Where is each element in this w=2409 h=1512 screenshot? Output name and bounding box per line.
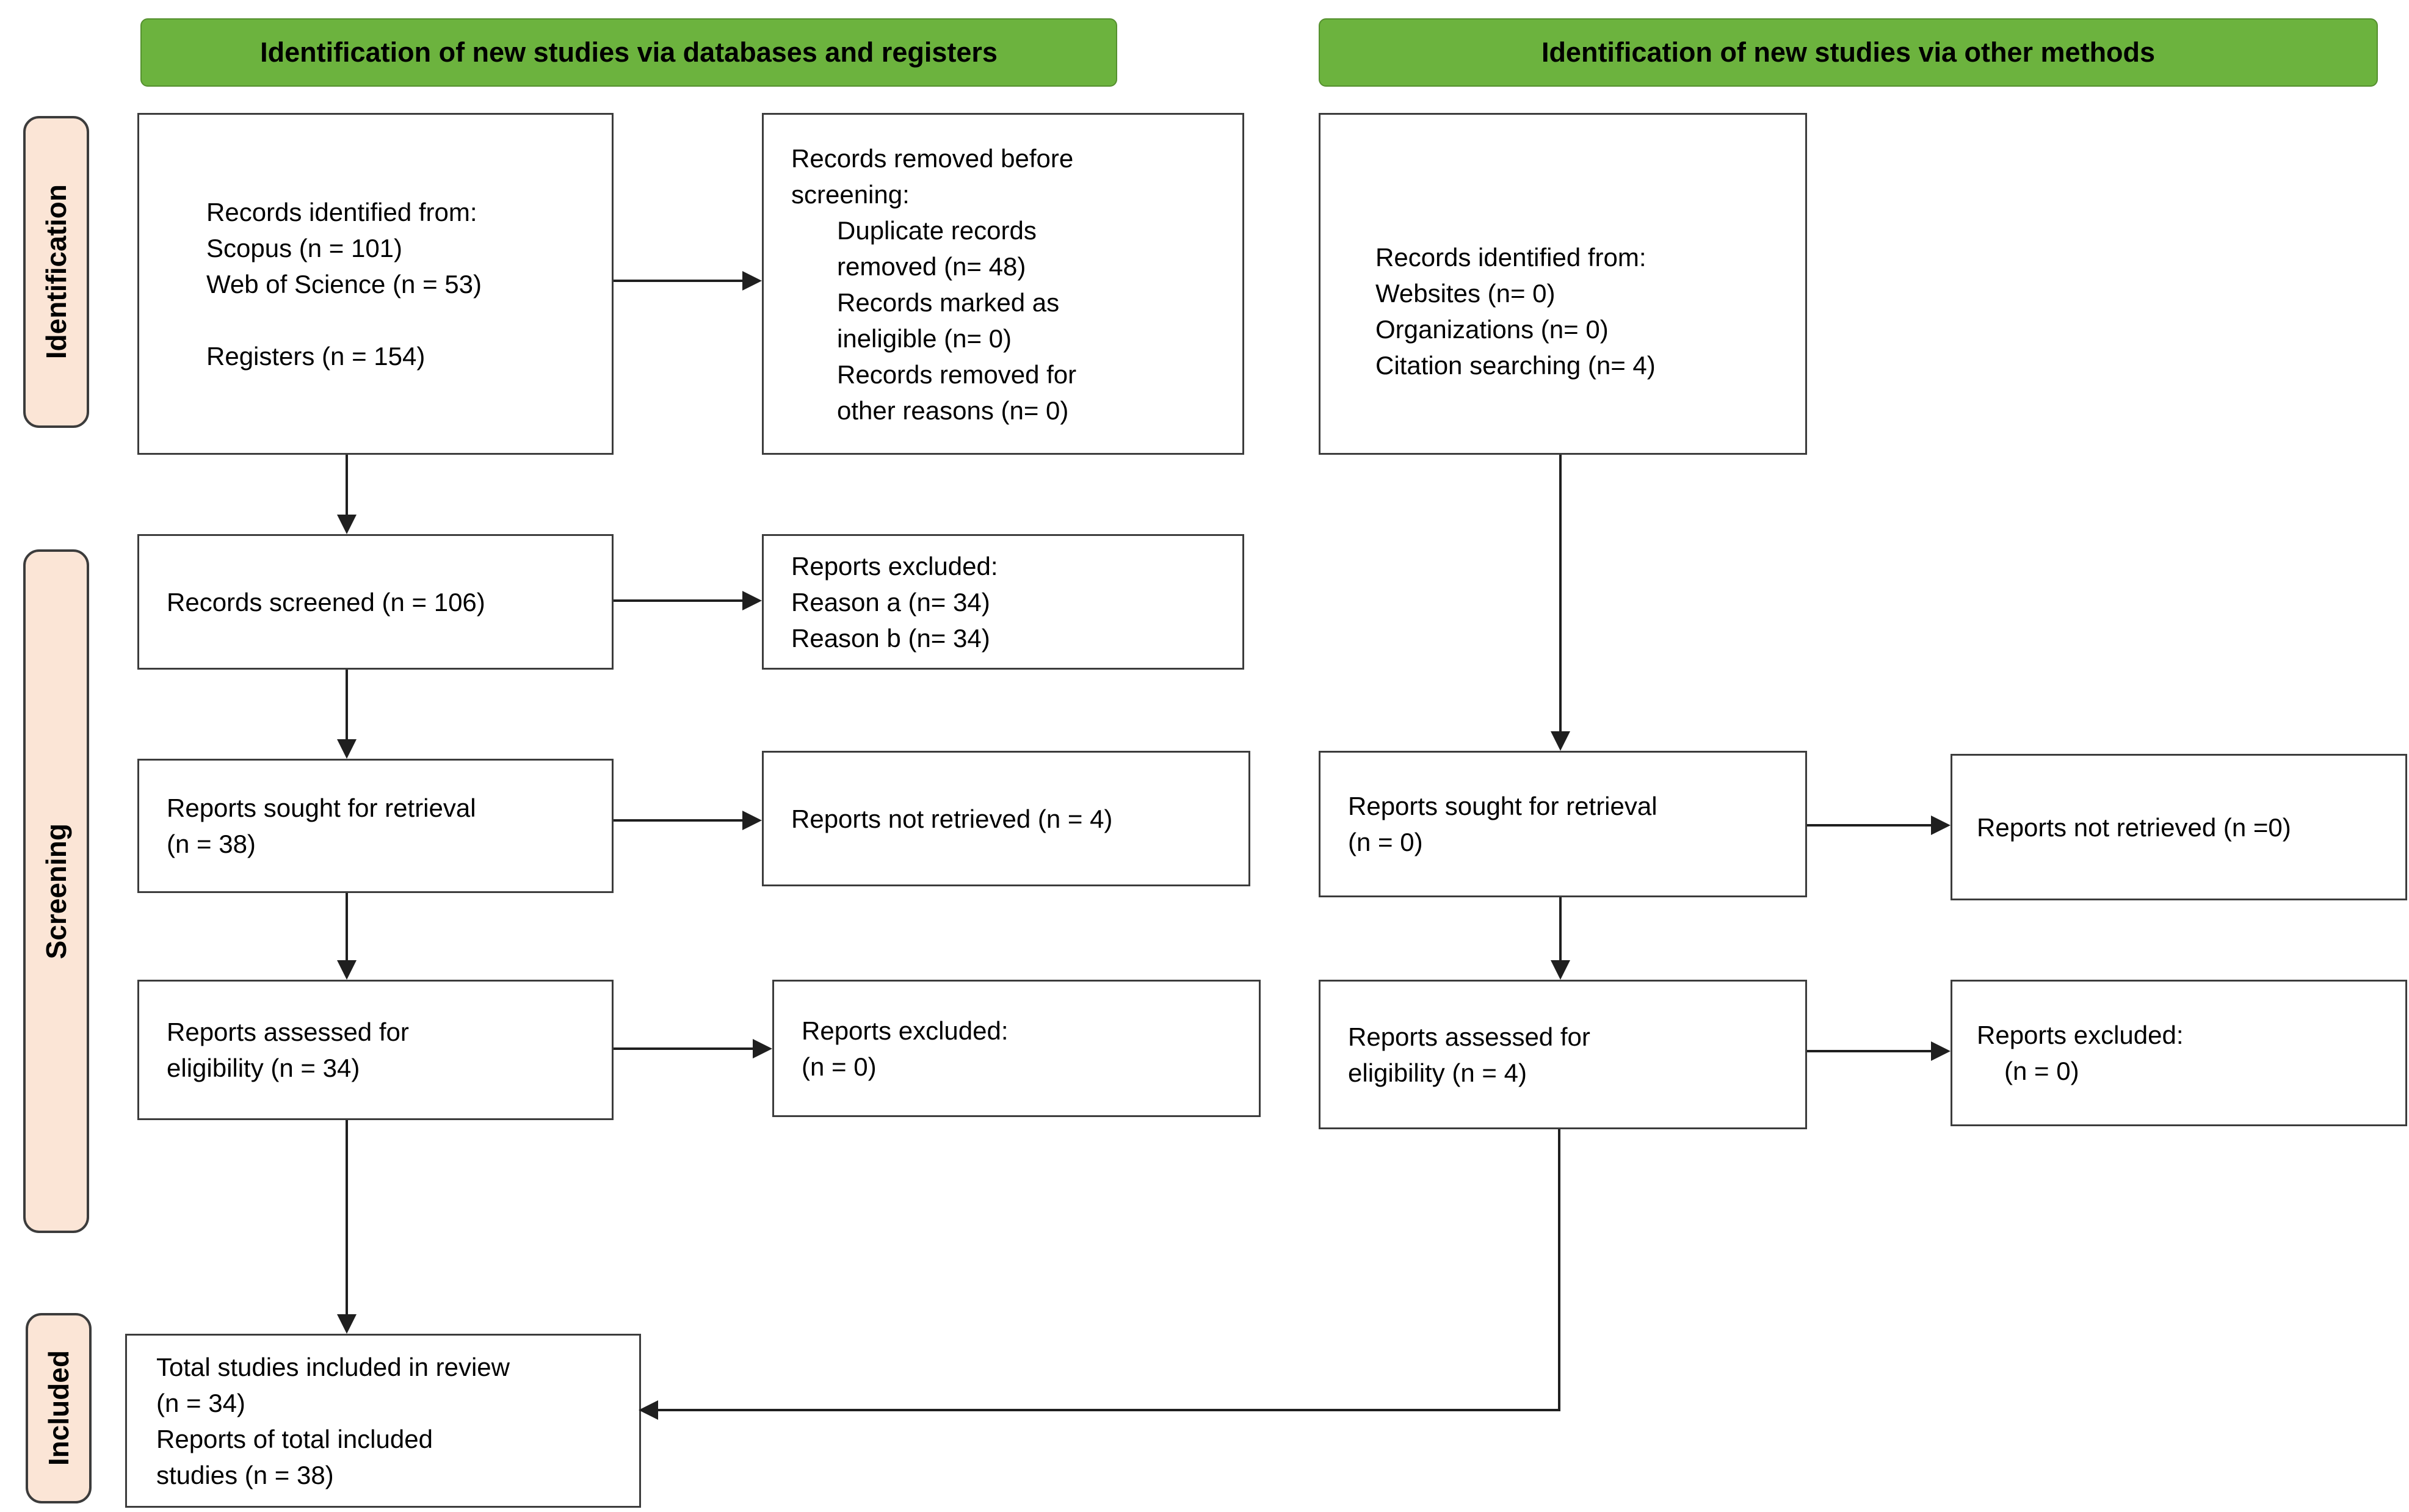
box-reports-not-retrieved-other: Reports not retrieved (n =0): [1951, 754, 2407, 900]
box-line: Reason b (n= 34): [791, 623, 990, 653]
box-line: screening:: [791, 180, 910, 209]
box-line: Reports sought for retrieval: [1348, 792, 1657, 820]
box-reports-excluded-other: Reports excluded: (n = 0): [1951, 980, 2407, 1126]
connector-sought-to-assessed-other: [1559, 897, 1562, 961]
connector-assessed-to-excluded-db: [614, 1047, 754, 1050]
connector-otherassessed-elbow-horizontal: [658, 1409, 1560, 1411]
arrow-right-icon: [742, 591, 762, 610]
arrow-down-icon: [1551, 960, 1570, 980]
box-line: (n = 0): [1348, 828, 1423, 856]
box-line: (n = 0): [2004, 1057, 2079, 1085]
stage-label-included-text: Included: [43, 1350, 74, 1466]
box-line: Reports not retrieved (n = 4): [791, 804, 1113, 833]
box-line: Records screened (n = 106): [167, 587, 485, 617]
box-reports-excluded-reasons: Reports excluded: Reason a (n= 34) Reaso…: [762, 534, 1244, 670]
arrow-down-icon: [337, 515, 357, 534]
connector-assessed-to-excluded-other: [1807, 1050, 1932, 1052]
box-line: (n = 0): [802, 1052, 877, 1081]
box-records-identified-other: Records identified from: Websites (n= 0)…: [1319, 113, 1807, 455]
arrow-down-icon: [1551, 731, 1570, 751]
stage-label-screening: Screening: [23, 549, 89, 1233]
box-line: Total studies included in review: [156, 1352, 510, 1381]
connector-otherassessed-elbow-vertical: [1558, 1129, 1560, 1411]
box-line: ineligible (n= 0): [837, 324, 1012, 353]
connector-screened-to-sought: [346, 670, 348, 740]
box-line: Reports excluded:: [802, 1016, 1009, 1045]
box-line: Records removed before: [791, 144, 1074, 173]
box-line: removed (n= 48): [837, 252, 1026, 281]
connector-identified-to-removed: [614, 280, 745, 282]
box-line: Records removed for: [837, 360, 1077, 389]
arrow-right-icon: [753, 1039, 772, 1058]
box-line: Citation searching (n= 4): [1375, 351, 1656, 380]
arrow-down-icon: [337, 739, 357, 759]
box-records-screened: Records screened (n = 106): [137, 534, 614, 670]
arrow-right-icon: [1931, 816, 1951, 835]
header-other-methods: Identification of new studies via other …: [1319, 18, 2378, 87]
arrow-right-icon: [742, 271, 762, 291]
box-reports-not-retrieved-databases: Reports not retrieved (n = 4): [762, 751, 1250, 886]
arrow-down-icon: [337, 960, 357, 980]
header-other-methods-label: Identification of new studies via other …: [1541, 37, 2156, 68]
box-total-studies-included: Total studies included in review (n = 34…: [125, 1334, 641, 1508]
stage-label-included: Included: [26, 1313, 92, 1503]
stage-label-screening-text: Screening: [40, 823, 72, 960]
box-line: Records marked as: [837, 288, 1060, 317]
box-reports-sought-databases: Reports sought for retrieval (n = 38): [137, 759, 614, 893]
header-databases-registers-label: Identification of new studies via databa…: [260, 37, 998, 68]
connector-sought-to-notretrieved-db: [614, 819, 745, 822]
box-line: Reports sought for retrieval: [167, 794, 476, 822]
box-line: Web of Science (n = 53): [206, 269, 482, 298]
box-line: eligibility (n = 4): [1348, 1058, 1527, 1087]
arrow-left-icon: [639, 1400, 658, 1420]
box-line: Reports of total included: [156, 1424, 433, 1453]
box-line: [206, 302, 601, 338]
box-line: other reasons (n= 0): [837, 396, 1069, 425]
connector-assessed-to-included: [346, 1120, 348, 1315]
box-records-removed-before-screening: Records removed before screening: Duplic…: [762, 113, 1244, 455]
box-line: (n = 34): [156, 1388, 245, 1417]
box-line: Websites (n= 0): [1375, 279, 1556, 308]
box-reports-assessed-databases: Reports assessed for eligibility (n = 34…: [137, 980, 614, 1120]
connector-screened-to-excluded: [614, 599, 745, 602]
box-line: Reason a (n= 34): [791, 587, 990, 617]
box-line: Organizations (n= 0): [1375, 315, 1609, 344]
box-line: Registers (n = 154): [206, 341, 426, 371]
stage-label-identification-text: Identification: [40, 184, 72, 360]
box-line: Records identified from:: [206, 197, 477, 226]
connector-otheridentified-to-sought: [1559, 455, 1562, 732]
connector-sought-to-assessed-db: [346, 893, 348, 961]
box-line: (n = 38): [167, 830, 256, 858]
box-records-identified-databases: Records identified from: Scopus (n = 101…: [137, 113, 614, 455]
box-line: Duplicate records: [837, 216, 1037, 245]
box-reports-sought-other: Reports sought for retrieval (n = 0): [1319, 751, 1807, 897]
box-line: Reports assessed for: [1348, 1022, 1590, 1051]
box-line: studies (n = 38): [156, 1460, 334, 1489]
box-reports-excluded-databases: Reports excluded: (n = 0): [772, 980, 1261, 1117]
arrow-right-icon: [742, 811, 762, 830]
connector-identified-to-screened: [346, 455, 348, 516]
box-reports-assessed-other: Reports assessed for eligibility (n = 4): [1319, 980, 1807, 1129]
header-databases-registers: Identification of new studies via databa…: [140, 18, 1117, 87]
connector-sought-to-notretrieved-other: [1807, 824, 1932, 827]
box-line: Scopus (n = 101): [206, 233, 403, 262]
arrow-down-icon: [337, 1314, 357, 1334]
box-line: Reports assessed for: [167, 1018, 409, 1046]
box-line: Records identified from:: [1375, 243, 1646, 272]
box-line: Reports excluded:: [1977, 1021, 2184, 1049]
box-line: eligibility (n = 34): [167, 1054, 360, 1082]
box-line: Reports excluded:: [791, 551, 998, 581]
box-line: Reports not retrieved (n =0): [1977, 812, 2291, 842]
arrow-right-icon: [1931, 1041, 1951, 1061]
stage-label-identification: Identification: [23, 116, 89, 428]
